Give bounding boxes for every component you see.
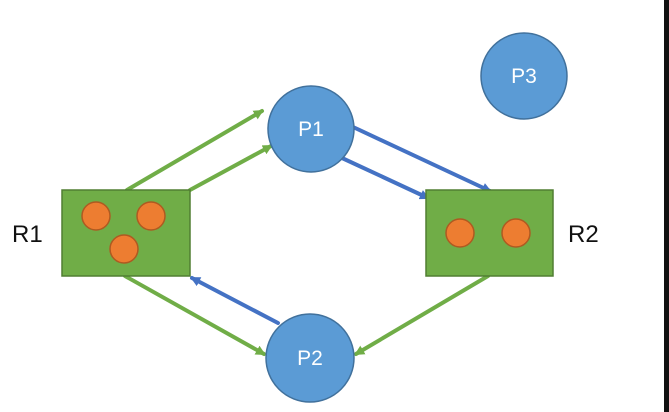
process-p3-node [480, 32, 568, 120]
process-p3-label: P3 [511, 65, 537, 88]
edge-p2-to-r1-assignment [190, 276, 280, 325]
process-p3: P3 [480, 32, 568, 120]
edge-r1-to-p1-request [188, 144, 273, 192]
window-edge [664, 0, 669, 412]
process-p2-node [265, 313, 355, 403]
process-p1-label: P1 [298, 118, 324, 141]
resource-r1-instance [109, 234, 139, 264]
resource-r1-instance [136, 201, 166, 231]
resource-r2: R2 [425, 189, 599, 277]
edge-r1-to-p2-request [123, 274, 266, 356]
resource-r2-label: R2 [568, 221, 599, 248]
edges [123, 109, 492, 356]
resource-r2-instance [445, 218, 475, 248]
resource-r1-label: R1 [12, 221, 43, 248]
resource-r2-box [425, 189, 554, 277]
resource-r2-instance [501, 218, 531, 248]
edge-p1-to-r2-assignment [340, 156, 430, 200]
edge-r2-to-p2-request [354, 274, 490, 356]
edge-r1-to-p1-request [125, 109, 264, 192]
resource-r1: R1 [12, 189, 191, 277]
process-p2: P2 [265, 313, 355, 403]
process-p2-label: P2 [297, 347, 323, 370]
process-p1: P1 [267, 85, 355, 173]
process-p1-node [267, 85, 355, 173]
resource-r1-instance [81, 201, 111, 231]
edge-p1-to-r2-assignment [351, 125, 492, 193]
